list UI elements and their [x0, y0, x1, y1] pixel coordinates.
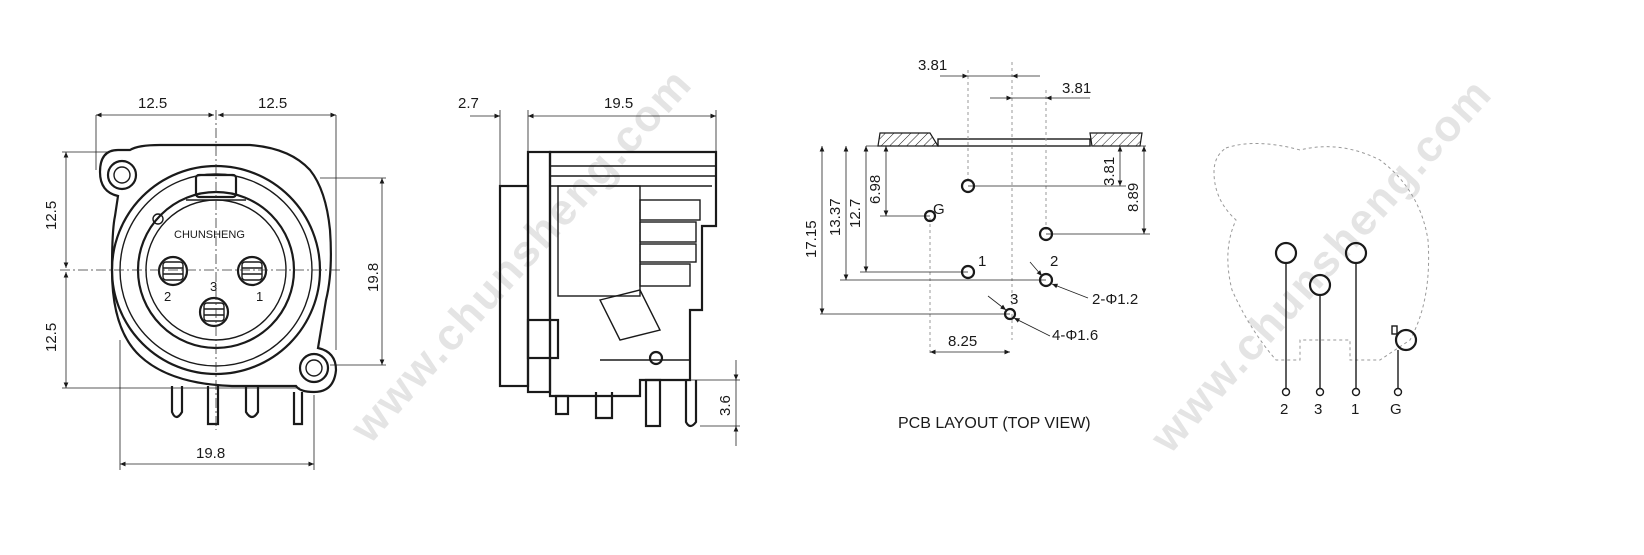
front-pin-label-2: 2: [164, 289, 171, 304]
pinout-outline: [1213, 142, 1430, 361]
side-body: [548, 150, 718, 398]
pinout-label-2: 2: [1280, 401, 1288, 418]
pcb-dim-h-8-25: 8.25: [948, 333, 977, 350]
front-brand-text: CHUNSHENG: [174, 229, 245, 241]
pinout-view: 2 3 1 G: [1213, 142, 1430, 418]
pinout-pin-2: [1274, 241, 1298, 265]
side-pins: [554, 378, 698, 428]
pcb-hole-2: [1038, 272, 1054, 288]
pcb-dim-offset-left: 3.81: [918, 57, 947, 74]
watermarks: www.chunsheng.com www.chunsheng.com: [340, 59, 1501, 463]
front-flange: [98, 143, 338, 394]
pcb-hole-1: [960, 264, 976, 280]
pinout-label-3: 3: [1314, 401, 1322, 418]
pcb-hole-right: [1038, 226, 1054, 242]
front-pin-socket-3: [198, 296, 230, 328]
front-pin-socket-2: [157, 255, 189, 287]
side-view: 2.7 19.5 3.6: [458, 95, 740, 446]
watermark-1: www.chunsheng.com: [340, 59, 701, 453]
pinout-label-1: 1: [1351, 401, 1359, 418]
pcb-hole-small-callout: 2-Φ1.2: [1092, 291, 1138, 308]
front-bottom-pins: [170, 386, 304, 426]
front-pin-label-3: 3: [210, 279, 217, 294]
pcb-label-2: 2: [1050, 253, 1058, 270]
side-dim-flange: 2.7: [458, 95, 479, 112]
side-dim-pin: 3.6: [717, 395, 734, 416]
pcb-layout: G 1 2 3 3.81 3.81 3.81 8.89 6.98 12.7 13…: [803, 57, 1150, 432]
front-screw-top-left: [106, 159, 138, 191]
pcb-flange-section: [877, 132, 940, 147]
pcb-dim-offset-right: 3.81: [1062, 80, 1091, 97]
pcb-dim-v-13-37: 13.37: [827, 198, 844, 236]
pcb-hole-large-callout: 4-Φ1.6: [1052, 327, 1098, 344]
pcb-hole-3: [1003, 307, 1017, 321]
front-view: CHUNSHENG 2 3 1: [43, 95, 386, 470]
pcb-caption: PCB LAYOUT (TOP VIEW): [898, 415, 1091, 432]
front-dim-bottom-width: 19.8: [196, 445, 225, 462]
pcb-label-1: 1: [978, 253, 986, 270]
front-dim-right-height: 19.8: [365, 263, 382, 292]
pcb-label-3: 3: [1010, 291, 1018, 308]
pcb-label-g: G: [933, 201, 945, 218]
pcb-dim-v-8-89: 8.89: [1125, 183, 1142, 212]
pcb-dim-v-6-98: 6.98: [867, 175, 884, 204]
pcb-hole-g: [923, 209, 937, 223]
front-pin-label-1: 1: [256, 289, 263, 304]
pcb-dim-v-3-81: 3.81: [1101, 157, 1118, 186]
pinout-label-g: G: [1390, 401, 1402, 418]
pcb-dim-v-17-15: 17.15: [803, 220, 820, 258]
front-dim-left-upper: 12.5: [43, 201, 60, 230]
pcb-dim-v-12-7: 12.7: [847, 199, 864, 228]
pcb-hole-top: [960, 178, 976, 194]
front-dim-top-right: 12.5: [258, 95, 287, 112]
front-screw-bottom-right: [298, 352, 330, 384]
side-dim-depth: 19.5: [604, 95, 633, 112]
front-dim-top-left: 12.5: [138, 95, 167, 112]
front-pin-socket-1: [236, 255, 268, 287]
front-dim-left-lower: 12.5: [43, 323, 60, 352]
pinout-ground: [1394, 328, 1418, 352]
